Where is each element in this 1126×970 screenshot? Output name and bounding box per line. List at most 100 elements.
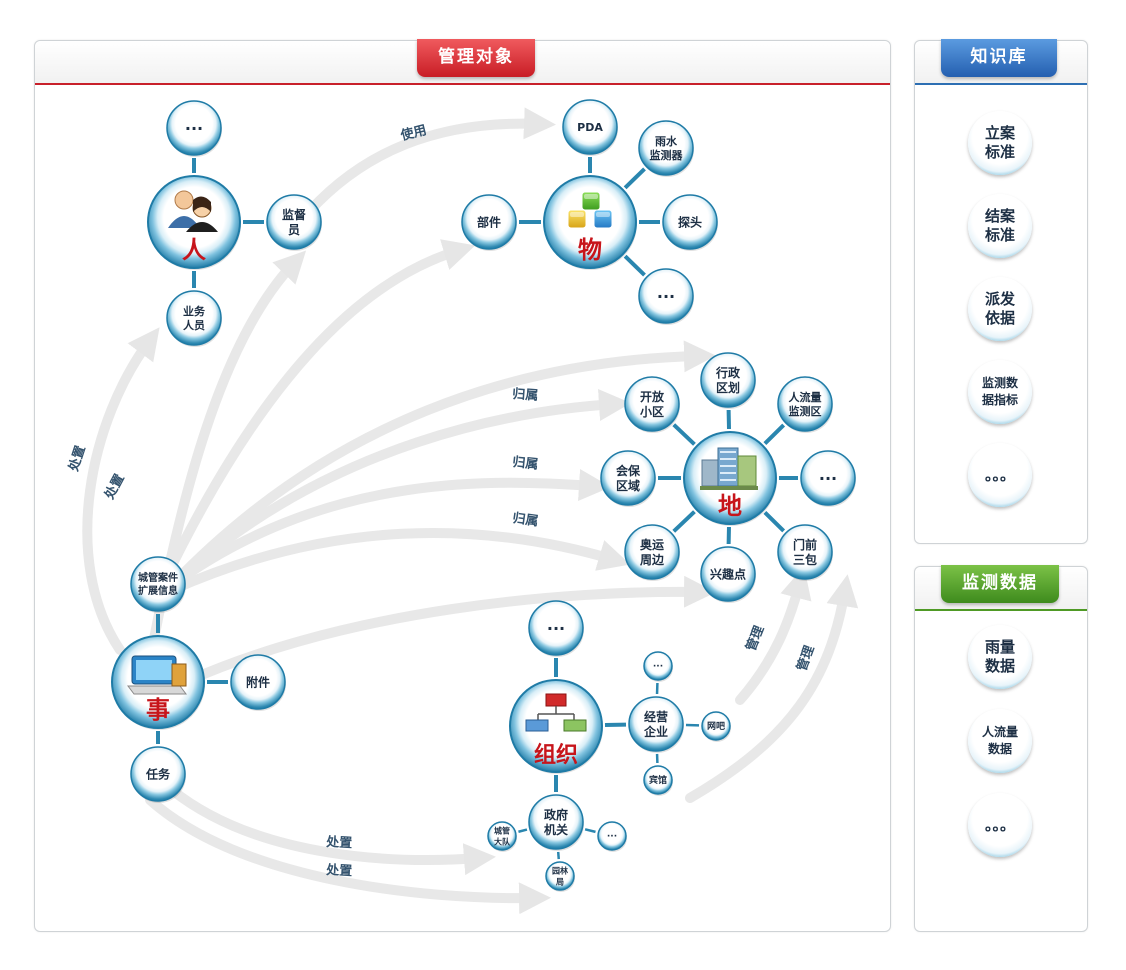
node-thing-more[interactable]: ···: [638, 268, 694, 325]
node-meeting[interactable]: 会保区域: [600, 450, 656, 507]
flow-arrow: [167, 469, 611, 590]
node-label: 门前三包: [793, 537, 817, 567]
edge-label-use: 使用: [398, 122, 428, 144]
node-label: 网吧: [707, 721, 725, 732]
connector-line: [623, 167, 646, 190]
node-team[interactable]: 城管大队: [487, 821, 517, 852]
node-label: 经营企业: [643, 709, 668, 739]
node-label: 开放小区: [640, 389, 665, 419]
node-task[interactable]: 任务: [130, 746, 186, 803]
node-staff[interactable]: 业务人员: [166, 290, 222, 347]
node-place-more[interactable]: ···: [800, 450, 856, 507]
panel-title-tab: 知识库: [941, 39, 1057, 77]
node-district[interactable]: 行政区划: [700, 352, 756, 409]
node-attach[interactable]: 附件: [230, 654, 286, 711]
node-label: ···: [653, 662, 663, 672]
connector-line: [672, 423, 696, 446]
connector-line: [584, 828, 596, 834]
list-item[interactable]: 。。。: [968, 443, 1032, 507]
node-probe[interactable]: 探头: [662, 194, 718, 251]
event-hub-icon: [127, 655, 187, 695]
node-label: 城管案件扩展信息: [138, 571, 178, 597]
node-open[interactable]: 开放小区: [624, 376, 680, 433]
list-item-label: 结案 标准: [984, 207, 1015, 244]
node-supervisor[interactable]: 监督员: [266, 194, 322, 251]
connectors: [156, 157, 798, 860]
thing-hub[interactable]: 物: [543, 175, 637, 270]
node-bmore[interactable]: ···: [643, 651, 673, 682]
node-label: ···: [819, 469, 837, 488]
node-label: 监督员: [282, 207, 306, 237]
person-hub[interactable]: 人: [147, 175, 241, 270]
place-hub-label: 地: [718, 491, 742, 520]
node-label: 部件: [477, 214, 501, 229]
list-item[interactable]: 派发 依据: [968, 277, 1032, 341]
node-person-top[interactable]: ···: [166, 100, 222, 157]
flow-arrow: [145, 795, 551, 915]
node-olympic[interactable]: 奥运周边: [624, 524, 680, 581]
node-business[interactable]: 经营企业: [628, 696, 684, 753]
node-hotel[interactable]: 宾馆: [643, 765, 673, 796]
list-item[interactable]: 人流量 数据: [968, 709, 1032, 773]
place-hub[interactable]: 地: [683, 431, 777, 526]
list-item[interactable]: 。。。: [968, 793, 1032, 857]
node-crowd[interactable]: 人流量监测区: [777, 376, 833, 433]
flow-arrow: [185, 575, 716, 685]
knowledge-base-panel: 知识库 立案 标准结案 标准派发 依据监测数 据指标。。。: [914, 39, 1088, 544]
edge-label-manage: 管理: [794, 643, 818, 673]
list-item[interactable]: 结案 标准: [968, 194, 1032, 258]
event-hub-label: 事: [146, 695, 170, 724]
flow-arrow: [295, 107, 556, 227]
edge-label-dispose: 处置: [65, 444, 89, 475]
edge-label-dispose: 处置: [325, 834, 353, 851]
node-ext[interactable]: 城管案件扩展信息: [130, 556, 186, 613]
panel-title-tab: 监测数据: [941, 565, 1059, 603]
node-label: 奥运周边: [640, 537, 665, 567]
node-gov[interactable]: 政府机关: [528, 794, 584, 851]
monitoring-data-panel: 监测数据 雨量 数据人流量 数据。。。: [914, 565, 1088, 932]
node-label: 城管大队: [494, 825, 511, 846]
connector-line: [763, 423, 786, 446]
node-label: 附件: [246, 674, 270, 689]
node-garden[interactable]: 园林局: [545, 861, 575, 892]
node-pda[interactable]: PDA: [562, 99, 618, 156]
event-hub[interactable]: 事: [111, 635, 205, 730]
node-label: ···: [547, 619, 565, 638]
node-more2[interactable]: ···: [597, 821, 627, 852]
list-item-label: 雨量 数据: [984, 638, 1015, 675]
org-hub-label: 组织: [534, 742, 578, 768]
node-label: PDA: [577, 121, 603, 134]
node-rain[interactable]: 雨水监测器: [638, 120, 694, 177]
node-label: 宾馆: [649, 774, 667, 786]
flow-arrow: [735, 566, 812, 705]
flow-arrow: [167, 340, 716, 590]
flow-arrow: [685, 574, 859, 803]
flow-arrow: [155, 239, 476, 595]
node-door[interactable]: 门前三包: [777, 524, 833, 581]
node-label: ···: [657, 287, 675, 306]
org-hub[interactable]: 组织: [509, 679, 603, 774]
node-poi[interactable]: 兴趣点: [700, 546, 756, 603]
flow-arrows: [82, 107, 859, 915]
node-label: 政府机关: [544, 807, 568, 837]
list-item[interactable]: 雨量 数据: [968, 625, 1032, 689]
edge-label-belong: 归属: [511, 510, 539, 529]
connector-line: [672, 510, 696, 533]
node-part[interactable]: 部件: [461, 194, 517, 251]
edge-label-belong: 归属: [512, 386, 539, 404]
node-label: 行政区划: [715, 365, 741, 395]
edge-label-manage: 管理: [743, 623, 768, 653]
flow-arrow: [82, 327, 160, 655]
flow-arrow: [167, 785, 496, 876]
node-org-top[interactable]: ···: [528, 600, 584, 657]
list-item[interactable]: 立案 标准: [968, 111, 1032, 175]
node-label: 园林局: [552, 865, 568, 886]
list-item-label: 监测数 据指标: [981, 376, 1018, 407]
management-diagram: 使用 处置 处置 归属 归属 归属 处置 处置 管理 管理 人···监督员业务人…: [65, 99, 859, 915]
panel-title-tab: 管理对象: [417, 39, 535, 77]
node-label: 雨水监测器: [650, 134, 684, 162]
node-netbar[interactable]: 网吧: [701, 711, 731, 742]
node-label: 业务人员: [183, 304, 206, 332]
node-label: ···: [607, 832, 617, 842]
list-item[interactable]: 监测数 据指标: [968, 360, 1032, 424]
